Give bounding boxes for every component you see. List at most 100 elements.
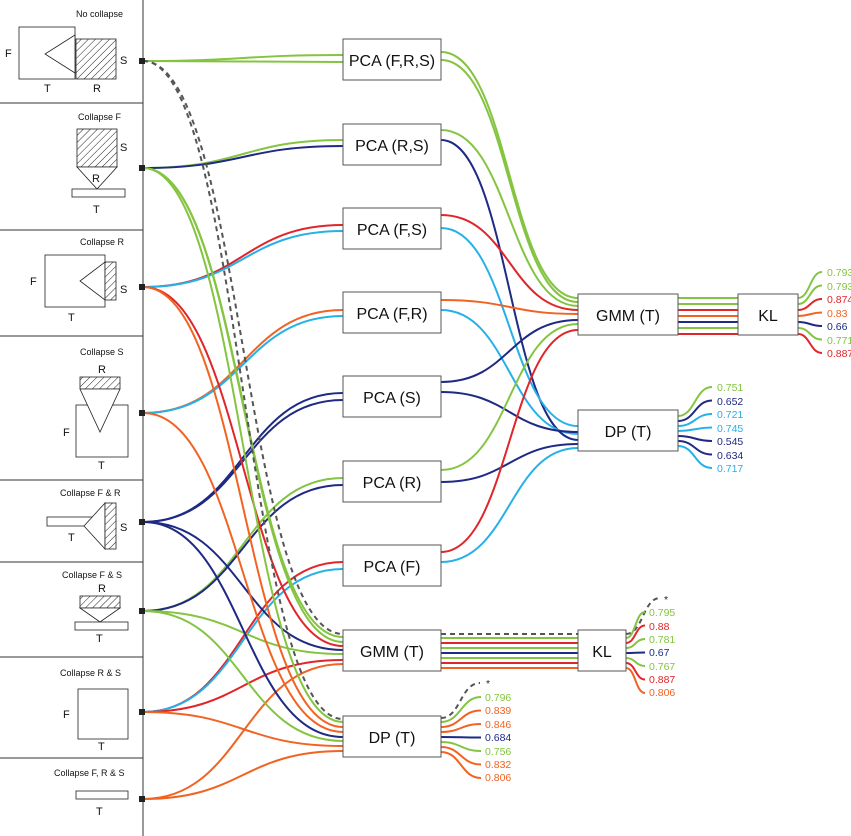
pca-output-curve	[440, 214, 579, 311]
score-leader	[440, 746, 482, 766]
box-label: KL	[592, 644, 612, 661]
score-leader	[677, 440, 713, 456]
score-leader	[677, 413, 713, 427]
label-s: S	[120, 522, 127, 534]
label-t: T	[93, 204, 100, 216]
score-leader	[625, 657, 646, 667]
scores-kl-bottom: * 0.795 0.88 0.781 0.67 0.767 0.887 0.80…	[649, 594, 675, 699]
label-r: R	[92, 173, 100, 185]
input-flow-curve	[142, 139, 344, 169]
box-label: PCA (F,S)	[357, 222, 427, 239]
label-s: S	[120, 142, 127, 154]
score-leader	[797, 333, 823, 354]
t-bar	[74, 621, 129, 631]
score-label: 0.874	[827, 294, 851, 306]
pca-output-curve	[440, 227, 579, 427]
row-collapse-r-s: Collapse R & S F T	[60, 668, 129, 753]
score-leader	[677, 435, 713, 442]
pca-output-curve	[440, 443, 579, 483]
pca-output-curve	[440, 309, 579, 435]
source-node	[139, 608, 145, 614]
score-leader	[677, 445, 713, 469]
score-label: 0.721	[717, 409, 743, 421]
significance-marker: *	[664, 594, 668, 606]
label-r: R	[98, 364, 106, 376]
score-label: 0.795	[649, 607, 675, 619]
score-label: 0.887	[827, 348, 851, 360]
box-pca-r: PCA (R)	[342, 460, 442, 503]
pca-output-curve	[440, 323, 579, 471]
row-collapse-f-r: Collapse F & R T S	[46, 488, 127, 551]
input-flow-curve	[142, 412, 344, 733]
label-t: T	[68, 312, 75, 324]
r-hatched-bar	[79, 376, 121, 390]
score-label: 0.846	[485, 719, 511, 731]
source-node	[139, 58, 145, 64]
box-label: DP (T)	[369, 730, 416, 747]
box-gmm-top: GMM (T)	[577, 293, 679, 336]
input-flow-curve	[142, 399, 344, 523]
input-flow-curve	[142, 60, 344, 720]
box-pca-rs: PCA (R,S)	[342, 123, 442, 166]
score-label: 0.88	[649, 621, 670, 633]
input-flow-curve	[142, 60, 344, 635]
score-leader	[625, 611, 646, 639]
score-leader	[440, 751, 482, 779]
input-flow-curve	[142, 230, 344, 288]
source-node	[139, 165, 145, 171]
score-leader	[677, 386, 713, 417]
collapse-panel	[0, 0, 144, 836]
box-label: PCA (R)	[363, 475, 422, 492]
source-node	[139, 709, 145, 715]
input-flow-curve	[142, 167, 344, 723]
score-label: 0.545	[717, 436, 743, 448]
box-label: GMM (T)	[596, 308, 660, 325]
pca-output-curve	[440, 319, 579, 383]
flow-curves	[142, 51, 823, 800]
input-flow-curve	[142, 521, 344, 738]
pca-output-curve	[440, 129, 579, 307]
label-t: T	[68, 532, 75, 544]
source-node	[139, 410, 145, 416]
score-leader	[625, 651, 646, 654]
source-node	[139, 796, 145, 802]
f-t-face	[77, 688, 129, 740]
input-flow-curve	[142, 60, 344, 63]
score-leader	[797, 311, 823, 317]
score-leader	[625, 662, 646, 681]
label-r: R	[98, 583, 106, 595]
score-label: 0.684	[485, 732, 511, 744]
row-title: Collapse R	[80, 237, 125, 247]
label-f: F	[63, 709, 70, 721]
box-kl-top: KL	[737, 293, 799, 336]
scores-dp-mid: 0.751 0.652 0.721 0.745 0.545 0.634 0.71…	[717, 382, 743, 475]
box-dp-bottom: DP (T)	[342, 715, 442, 758]
score-leader	[797, 321, 823, 327]
input-flow-curve	[142, 145, 344, 169]
score-label: 0.745	[717, 423, 743, 435]
score-leader	[677, 426, 713, 432]
score-label: 0.66	[827, 321, 848, 333]
box-label: KL	[758, 308, 778, 325]
row-collapse-r: Collapse R F T S	[30, 237, 127, 324]
box-label: GMM (T)	[360, 644, 424, 661]
pca-output-curve	[440, 329, 579, 553]
row-title: Collapse F & R	[60, 488, 121, 498]
box-gmm-bottom: GMM (T)	[342, 629, 442, 672]
row-title: Collapse F	[78, 112, 122, 122]
score-label: 0.67	[649, 647, 670, 659]
box-kl-bottom: KL	[577, 629, 627, 672]
input-flow-curve	[142, 286, 344, 647]
pca-output-curve	[440, 391, 579, 433]
score-leader-dashed	[440, 682, 481, 719]
score-label: 0.771	[827, 335, 851, 347]
score-label: 0.839	[485, 705, 511, 717]
score-leader	[625, 667, 646, 694]
box-dp-mid: DP (T)	[577, 409, 679, 452]
score-leader	[440, 741, 482, 752]
score-leader	[677, 399, 713, 422]
label-f: F	[5, 48, 12, 60]
source-node	[139, 284, 145, 290]
r-s-hatched-face	[76, 128, 118, 168]
row-title: Collapse F & S	[62, 570, 122, 580]
